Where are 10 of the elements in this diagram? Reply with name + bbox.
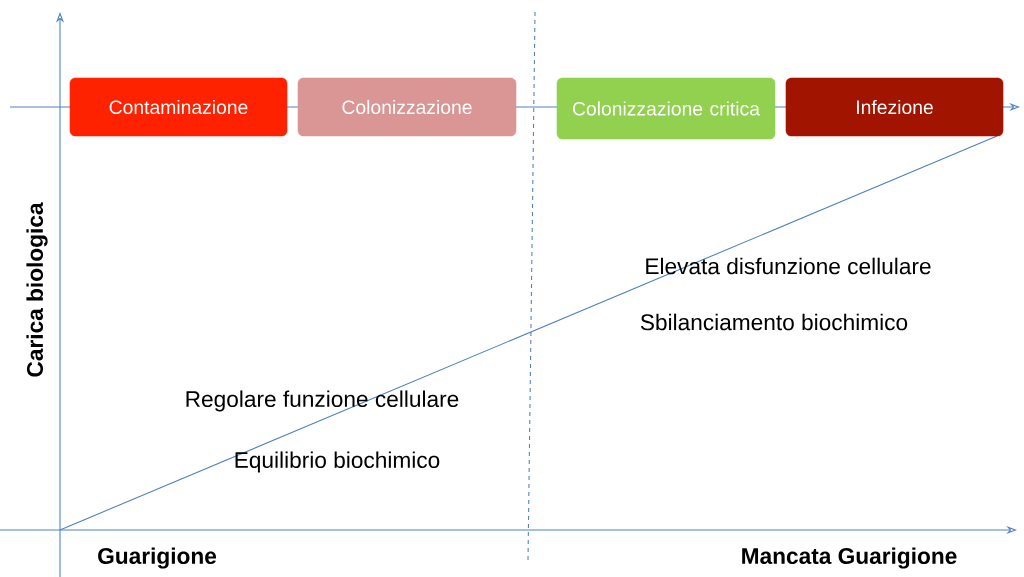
text-label: Sbilanciamento biochimico: [640, 313, 908, 331]
stage-box: Colonizzazione critica: [556, 77, 776, 140]
stage-box: Infezione: [785, 77, 1004, 137]
text-label: Guarigione: [98, 547, 217, 569]
text-label: Mancata Guarigione: [742, 547, 957, 569]
text-label: Equilibrio biochimico: [235, 451, 440, 473]
stage-box: Contaminazione: [69, 77, 288, 137]
text-label: Regolare funzione cellulare: [186, 390, 459, 412]
text-label: Carica biologica: [26, 202, 48, 377]
stage-box: Colonizzazione: [297, 77, 517, 137]
